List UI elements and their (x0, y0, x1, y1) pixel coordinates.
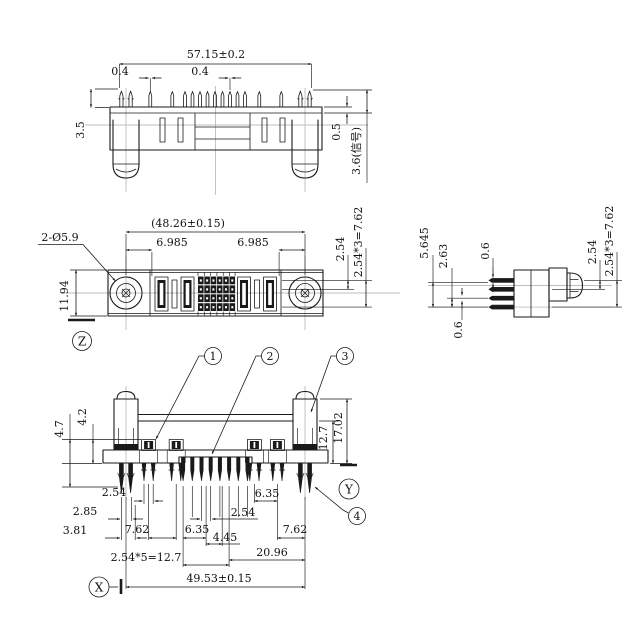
balloon-3-label: 3 (342, 350, 349, 363)
dim-side-row-total: 2.54*3=7.62 (603, 206, 616, 277)
datum-y-label: Y (344, 483, 354, 497)
balloon-2-label: 2 (267, 350, 274, 363)
dim-top-pin-width-mid: 0.4 (191, 65, 209, 78)
dim-side-pin-width-bottom: 0.6 (452, 321, 465, 339)
dim-bottom-bar-height: 12.7 (317, 426, 330, 451)
dim-bottom-signal-offset: 6.35 (185, 523, 210, 536)
dim-side-pin-width-top: 0.6 (479, 242, 492, 260)
dim-side-row-pitch: 2.54 (586, 240, 599, 265)
dim-side-pin-step: 2.63 (437, 244, 450, 269)
dim-bottom-pressfit-offset: 7.62 (283, 523, 308, 536)
balloon-1: 1 (155, 347, 222, 440)
dim-bottom-center-offset: 4.45 (213, 531, 238, 544)
dim-top-pin-width-left: 0.4 (111, 65, 129, 78)
dim-front-pitch-left: 6.985 (156, 236, 188, 249)
dim-front-pitch-right: 6.985 (237, 236, 269, 249)
dim-bottom-prong-pitch: 2.54 (102, 486, 127, 499)
dim-side-pin-extent: 5.645 (418, 227, 431, 259)
balloon-4-label: 4 (354, 510, 361, 523)
dim-bottom-right-span: 20.96 (256, 546, 288, 559)
datum-z-label: Z (78, 335, 86, 349)
dim-bottom-total-height: 17.02 (332, 412, 345, 444)
dim-bottom-contact-height: 4.2 (76, 408, 89, 426)
front-view: (48.26±0.15) 6.985 6.985 2-Ø5.9 11.94 Z … (38, 207, 372, 351)
dim-top-signal-height: 3.6(信号) (350, 127, 363, 175)
dim-bottom-overall-span: 49.53±0.15 (186, 572, 251, 585)
side-view: 5.645 2.63 0.6 0.6 2.54 2.54*3=7.62 (418, 206, 622, 339)
dim-bottom-power-pitch-left: 7.62 (125, 523, 150, 536)
dim-bottom-pressfit-pitch: 2.85 (73, 505, 98, 518)
top-view: 57.15±0.2 0.4 0.4 3.5 0.5 3.6(信号) (74, 48, 372, 183)
dim-top-overall-width: 57.15±0.2 (187, 48, 245, 61)
dim-front-mount-span: (48.26±0.15) (151, 217, 225, 230)
bottom-view: 1 2 3 4 4.2 4.7 12.7 17.02 (53, 347, 366, 598)
balloon-3: 3 (310, 347, 354, 413)
datum-x-label: X (95, 581, 104, 595)
dim-front-row-total: 2.54*3=7.62 (352, 207, 365, 278)
dim-top-body-height: 3.5 (74, 121, 87, 139)
callout-mount-holes: 2-Ø5.9 (41, 231, 78, 244)
dim-bottom-edge-offset: 3.81 (63, 524, 88, 537)
dim-bottom-signal-span: 2.54*5=12.7 (111, 551, 182, 564)
dim-bottom-signal-pitch: 2.54 (231, 506, 256, 519)
dim-front-row-pitch: 2.54 (334, 237, 347, 262)
dim-top-step-height: 0.5 (330, 123, 343, 141)
balloon-1-label: 1 (210, 350, 217, 363)
dim-front-body-height: 11.94 (58, 280, 71, 312)
dim-bottom-post-height: 4.7 (53, 420, 66, 438)
balloon-4: 4 (314, 486, 366, 525)
dim-bottom-power-pitch-right: 6.35 (255, 487, 280, 500)
balloon-2: 2 (211, 347, 279, 455)
